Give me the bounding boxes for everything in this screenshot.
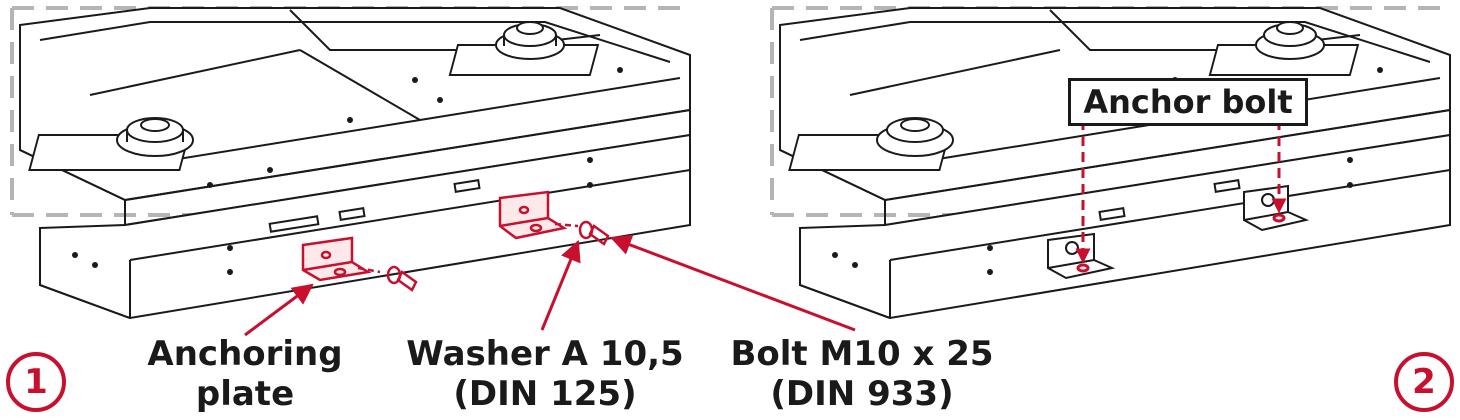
machine-lower-base-2 (799, 133, 1451, 320)
label-bolt-line1: Bolt M10 x 25 (730, 334, 994, 374)
label-anchoring-plate-line1: Anchoring (147, 334, 343, 374)
label-washer-line1: Washer A 10,5 (406, 334, 684, 374)
screws-panel-1 (72, 67, 623, 275)
step-number-1: 1 (6, 352, 66, 412)
panel-1-illustration (10, 6, 856, 337)
top-flange-left (28, 117, 194, 171)
label-anchoring-plate: Anchoring plate (140, 334, 350, 414)
label-bolt-line2: (DIN 933) (770, 374, 954, 414)
step-number-2: 2 (1394, 352, 1454, 412)
top-flange-right-2 (1208, 21, 1360, 76)
top-flange-right (448, 21, 600, 76)
panel-2-illustration (770, 6, 1451, 320)
arrow-anchoring-plate (244, 283, 314, 337)
anchor-bolt-lines (1075, 120, 1287, 273)
label-washer-line2: (DIN 125) (453, 374, 637, 414)
label-bolt: Bolt M10 x 25 (DIN 933) (722, 334, 1002, 414)
callout-arrows-panel-1 (244, 234, 856, 337)
label-anchor-bolt: Anchor bolt (1068, 78, 1308, 126)
label-anchoring-plate-line2: plate (195, 374, 295, 414)
anchoring-plate-left (301, 236, 418, 292)
machine-lower-base (39, 133, 691, 320)
label-washer: Washer A 10,5 (DIN 125) (405, 334, 685, 414)
arrow-bolt (610, 234, 856, 332)
anchoring-plate-right (498, 190, 610, 246)
top-flange-left-2 (788, 117, 954, 171)
arrow-washer (540, 240, 581, 331)
